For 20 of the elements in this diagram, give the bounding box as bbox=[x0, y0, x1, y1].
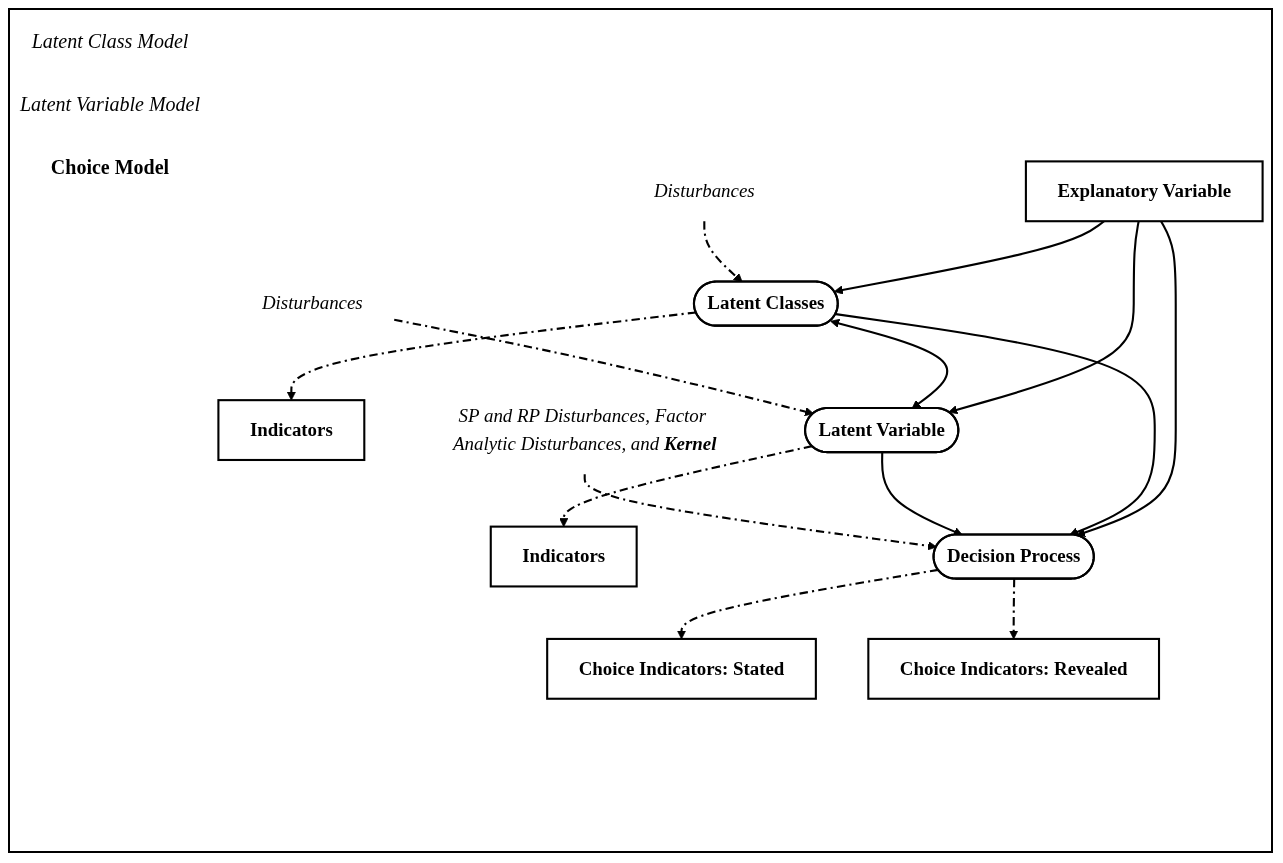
node-text: Disturbances bbox=[261, 293, 363, 314]
node-box: Indicators bbox=[489, 526, 638, 588]
node-box: Choice Indicators: Stated bbox=[546, 638, 817, 701]
arrow bbox=[1076, 221, 1177, 538]
arrow bbox=[394, 319, 814, 417]
bracket-label: Latent Variable Model bbox=[20, 93, 200, 116]
arrow bbox=[559, 445, 813, 528]
node-box: Indicators bbox=[217, 399, 366, 462]
arrow bbox=[676, 569, 939, 640]
node-box: Choice Indicators: Revealed bbox=[867, 638, 1161, 701]
arrow bbox=[583, 474, 937, 551]
arrow bbox=[835, 313, 1156, 537]
bracket-label: Latent Class Model bbox=[30, 30, 190, 53]
node-text: Disturbances bbox=[653, 180, 755, 202]
arrow bbox=[1009, 579, 1019, 640]
arrow bbox=[286, 311, 697, 401]
node-text: SP and RP Disturbances, Factor Analytic Disturbances, and Kernel bbox=[452, 405, 717, 455]
group-label: Choice Model bbox=[49, 156, 171, 179]
node-box: Explanatory Variable bbox=[1024, 160, 1264, 223]
arrow bbox=[948, 221, 1140, 415]
